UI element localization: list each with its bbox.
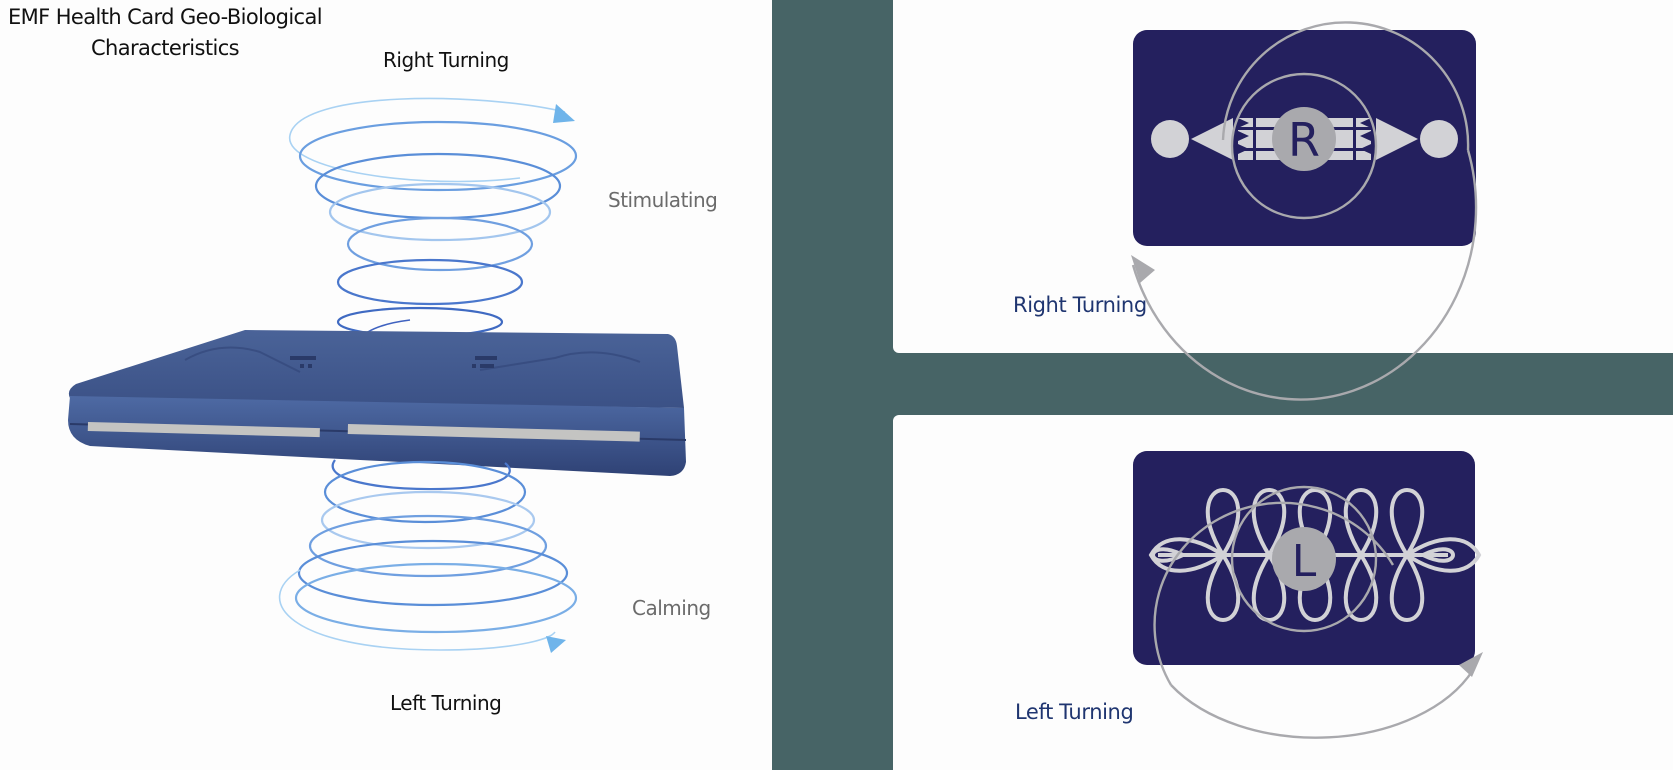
diagram-title: EMF Health Card Geo-Biological Character… xyxy=(0,2,330,64)
card-letter-r: R xyxy=(1288,113,1320,167)
card-letter-l: L xyxy=(1292,536,1317,587)
stimulating-label: Stimulating xyxy=(608,188,718,212)
left-turning-caption: Left Turning xyxy=(1015,700,1134,724)
calming-label: Calming xyxy=(632,596,711,620)
left-turning-label: Left Turning xyxy=(390,691,502,715)
bottom-spiral-icon xyxy=(278,459,578,653)
right-turning-caption: Right Turning xyxy=(1013,293,1147,317)
right-turning-label: Right Turning xyxy=(383,48,509,72)
left-turning-panel: L Left Turning xyxy=(893,415,1673,770)
title-line-2: Characteristics xyxy=(90,36,240,60)
left-turning-card-icon: L xyxy=(1133,451,1483,739)
emf-card-device-icon xyxy=(68,330,687,476)
right-turning-panel: R Right Turning xyxy=(893,0,1673,401)
left-diagram-panel: EMF Health Card Geo-Biological Character… xyxy=(0,0,772,770)
title-line-1: EMF Health Card Geo-Biological xyxy=(7,5,323,29)
right-turning-card-icon: R xyxy=(1131,21,1478,401)
